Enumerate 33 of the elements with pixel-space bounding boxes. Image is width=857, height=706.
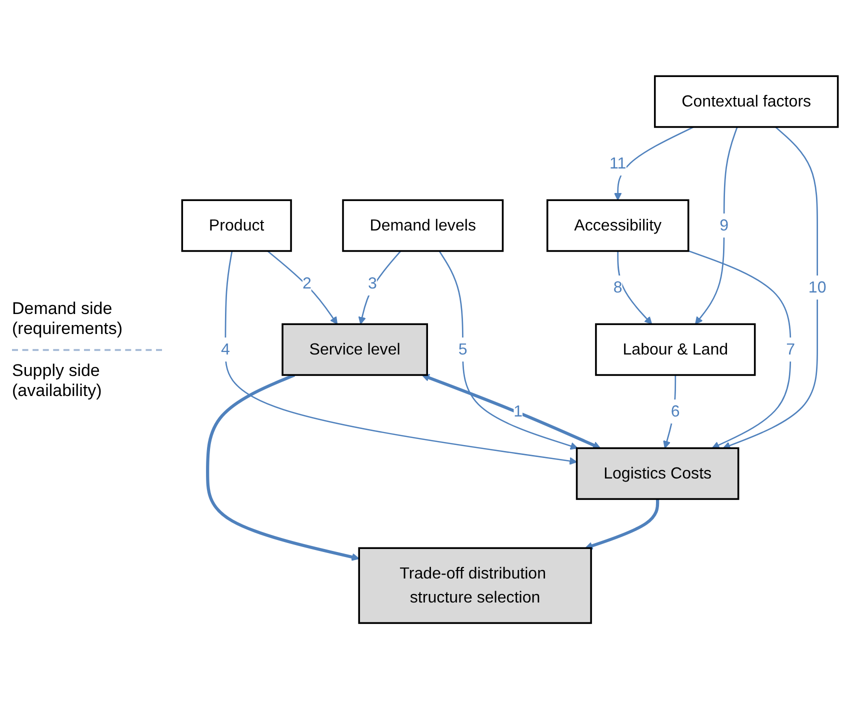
edge-label: 9 <box>720 216 729 234</box>
arrow <box>438 251 578 450</box>
node-box: Demand levels <box>342 200 504 252</box>
arrow <box>267 250 338 325</box>
edge-label: 1 <box>514 402 523 420</box>
arrow <box>358 250 402 325</box>
edge-label: 2 <box>302 274 312 292</box>
node-box: Accessibility <box>546 200 690 252</box>
arrow <box>617 251 652 325</box>
arrow <box>206 374 360 562</box>
edge-label: 10 <box>808 278 826 296</box>
edge-label: 7 <box>786 340 796 358</box>
arrow <box>224 251 578 466</box>
edge-label: 8 <box>613 278 622 296</box>
arrow <box>585 499 660 550</box>
edge-label: 5 <box>458 340 468 358</box>
arrow <box>688 250 792 450</box>
arrow <box>422 374 601 450</box>
side-label: Supply side (availability) <box>12 361 103 401</box>
edge-label: 11 <box>610 154 626 172</box>
edge-label: 3 <box>368 274 377 292</box>
node-box: Contextual factors <box>654 76 839 128</box>
side-label: Demand side (requirements) <box>12 299 124 339</box>
node-box: Product <box>181 200 292 252</box>
edge-label: 6 <box>670 402 680 420</box>
node-box: Labour & Land <box>595 324 756 376</box>
arrow <box>722 126 818 450</box>
edge-label: 4 <box>220 340 230 358</box>
arrow <box>695 127 738 325</box>
arrow <box>614 126 694 201</box>
node-box: Service level <box>282 324 428 376</box>
node-box: Logistics Costs <box>576 448 740 500</box>
node-box: Trade-off distribution structure selection <box>358 548 592 624</box>
